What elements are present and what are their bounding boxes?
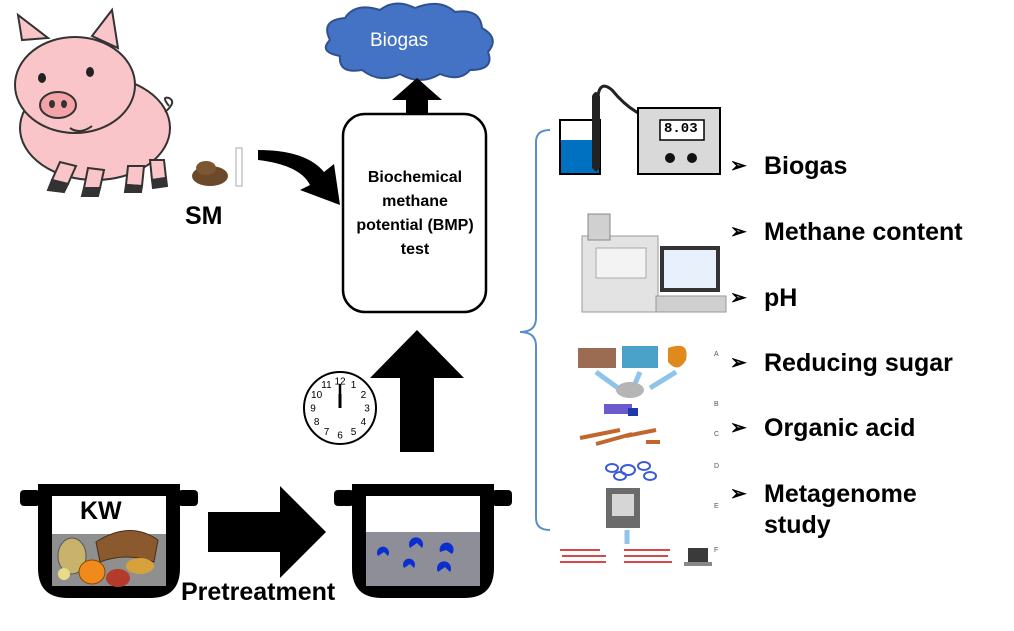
pretreatment-label: Pretreatment	[181, 578, 336, 606]
biogas-cloud	[324, 2, 494, 81]
analysis-item-organic-acid: ➢ Organic acid	[730, 413, 1004, 444]
metagenome-step-letter: F	[714, 547, 718, 554]
clock-numeral: 7	[324, 427, 330, 438]
swine-manure-label: SM	[185, 202, 223, 230]
clock-numeral: 4	[361, 417, 367, 428]
ph-meter-reading: 8.03	[664, 121, 698, 137]
bmp-to-biogas-arrow	[392, 78, 442, 115]
clock-numeral: 9	[310, 404, 316, 415]
analysis-item-ph: ➢ pH	[730, 283, 1004, 314]
metagenome-step-letter: C	[714, 431, 719, 438]
analysis-brace	[519, 129, 551, 531]
pig-illustration	[14, 7, 174, 197]
metagenome-step-letter: E	[714, 503, 719, 510]
biogas-cloud-label: Biogas	[370, 30, 429, 51]
analysis-item-label: Organic acid	[764, 414, 916, 442]
clock-numeral: 5	[351, 427, 357, 438]
clock-numeral: 6	[337, 431, 343, 442]
arrow-bullet-icon: ➢	[730, 417, 747, 439]
arrow-bullet-icon: ➢	[730, 287, 747, 309]
bmp-test-label: Biochemical methane potential (BMP) test	[356, 169, 474, 258]
clock-numeral: 10	[311, 390, 323, 401]
metagenome-step-letter: D	[714, 463, 719, 470]
ph-meter-illustration	[559, 84, 721, 175]
gas-chromatograph-illustration	[581, 213, 727, 313]
pot-to-bmp-arrow	[370, 330, 464, 452]
clock-numeral: 1	[351, 380, 357, 391]
analysis-item-label: Biogas	[764, 152, 848, 180]
analysis-item-metagenome-study: ➢ Metagenome study	[730, 479, 944, 541]
clock-numeral: 12	[334, 377, 346, 388]
arrow-bullet-icon: ➢	[730, 221, 747, 243]
analysis-item-methane-content: ➢ Methane content	[730, 217, 1004, 248]
analysis-item-label: Methane content	[764, 218, 963, 246]
kitchen-waste-label: KW	[80, 497, 122, 525]
analysis-item-label: Reducing sugar	[764, 349, 953, 377]
clock-numeral: 11	[321, 380, 332, 391]
analysis-item-label: pH	[764, 284, 798, 312]
arrow-bullet-icon: ➢	[730, 352, 747, 374]
manure-sample-icon	[192, 147, 243, 187]
analysis-item-reducing-sugar: ➢ Reducing sugar	[730, 348, 1004, 379]
clock-numeral: 8	[314, 417, 320, 428]
sm-to-bmp-arrow	[258, 150, 340, 205]
clock-numeral: 3	[364, 404, 370, 415]
pretreatment-arrow	[208, 486, 326, 578]
metagenome-workflow-illustration: A B C D E F	[560, 345, 719, 566]
bmp-test-box	[341, 112, 488, 314]
analysis-item-label: Metagenome study	[764, 480, 917, 539]
clock-numeral: 2	[361, 390, 367, 401]
metagenome-step-letter: A	[714, 351, 719, 358]
analysis-item-biogas: ➢ Biogas	[730, 151, 1004, 182]
kitchen-waste-pot	[20, 484, 198, 598]
arrow-bullet-icon: ➢	[730, 483, 747, 505]
pretreatment-pot	[334, 484, 512, 598]
arrow-bullet-icon: ➢	[730, 155, 747, 177]
metagenome-step-letter: B	[714, 401, 719, 408]
